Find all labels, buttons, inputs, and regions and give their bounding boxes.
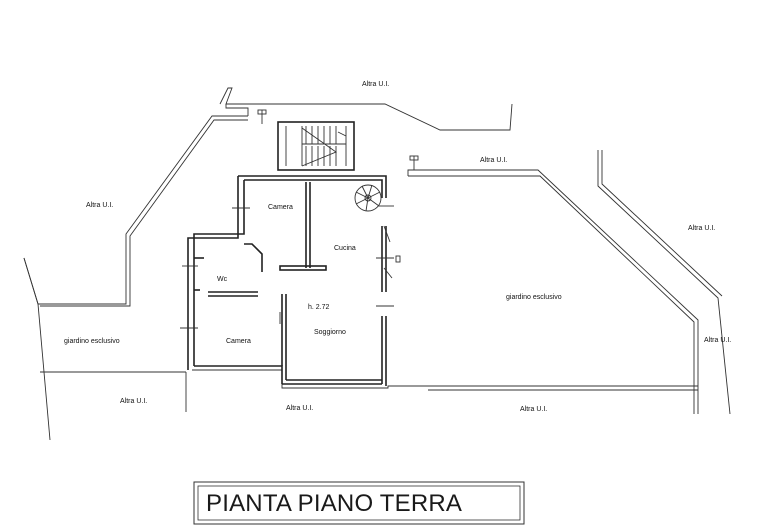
label-altra-mid-right: Altra U.I.: [480, 157, 507, 164]
label-wc: Wc: [217, 276, 228, 283]
label-altra-bottom-mid: Altra U.I.: [286, 405, 313, 412]
label-giardino-left: giardino esclusivo: [64, 338, 120, 345]
plan-title: PIANTA PIANO TERRA: [206, 490, 462, 517]
label-camera-bottom: Camera: [226, 338, 251, 345]
stair-block: [277, 121, 355, 171]
label-altra-left: Altra U.I.: [86, 202, 113, 209]
label-altra-far-right: Altra U.I.: [704, 337, 731, 344]
label-cucina: Cucina: [334, 245, 356, 252]
label-camera-top: Camera: [268, 204, 293, 211]
apartment-walls: [180, 175, 401, 386]
boundary-lines: [23, 87, 731, 441]
label-height: h. 2.72: [308, 304, 330, 311]
spiral-stair-icon: [354, 184, 382, 212]
label-altra-right: Altra U.I.: [688, 225, 715, 232]
label-altra-bottom-right: Altra U.I.: [520, 406, 547, 413]
light-fixture-icons: [257, 109, 419, 170]
label-giardino-right: giardino esclusivo: [506, 294, 562, 301]
title-box: PIANTA PIANO TERRA: [193, 481, 525, 525]
label-soggiorno: Soggiorno: [314, 329, 346, 336]
plan-labels: Altra U.I. Altra U.I. Altra U.I. Altra U…: [64, 81, 731, 413]
label-altra-bottom-left: Altra U.I.: [120, 398, 147, 405]
label-altra-top: Altra U.I.: [362, 81, 389, 88]
